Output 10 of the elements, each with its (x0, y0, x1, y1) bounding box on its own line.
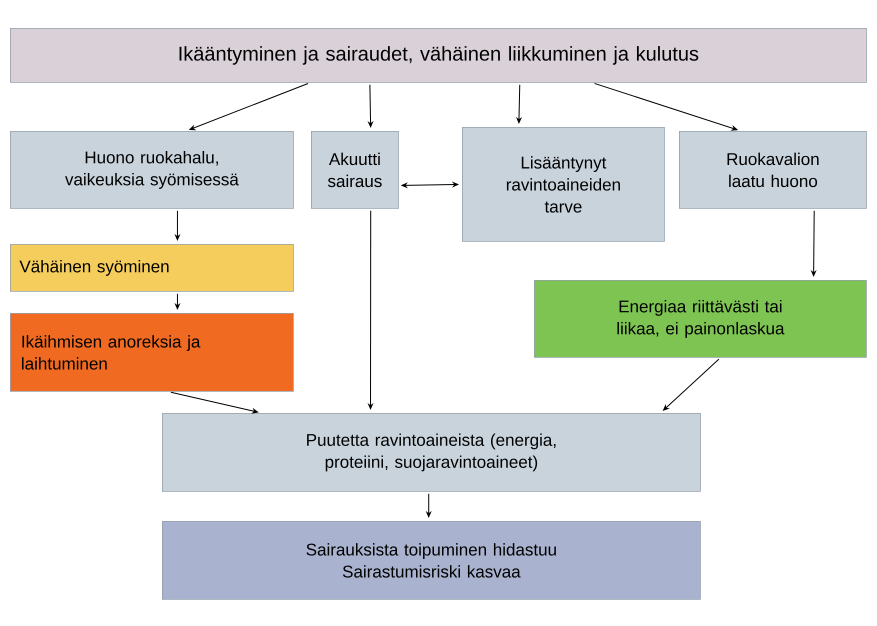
header-box: Ikääntyminen ja sairaudet, vähäinen liikkuminen ja kulutus (10, 28, 867, 83)
process-box: Akuutti sairaus (311, 131, 399, 209)
process-box: Vähäinen syöminen (10, 244, 294, 292)
process-box: Ruokavalion laatu huono (679, 131, 867, 209)
process-box: Puutetta ravintoaineista (energia, proteiini, suojaravintoaineet) (162, 413, 701, 492)
process-box: Ikäihmisen anoreksia ja laihtuminen (10, 313, 294, 392)
process-box: Lisääntynyt ravintoaineiden tarve (462, 127, 665, 242)
process-box: Huono ruokahalu, vaikeuksia syömisessä (10, 131, 294, 209)
process-box: Energiaa riittävästi tai liikaa, ei painonlaskua (534, 280, 867, 358)
process-box: Sairauksista toipuminen hidastuu Sairastumisriski kasvaa (162, 521, 701, 600)
